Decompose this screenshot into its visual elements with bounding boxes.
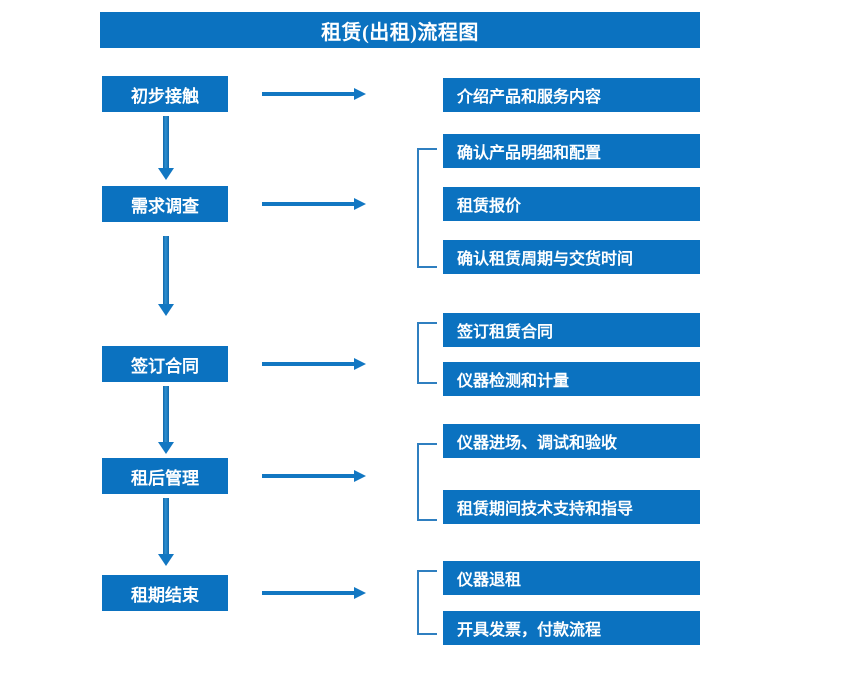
detail-box-3-1[interactable]: 签订租赁合同 [443,313,700,347]
stage-box-2[interactable]: 需求调查 [102,186,228,222]
group-bracket-4 [417,443,437,521]
arrow-head [354,587,366,599]
arrow-shaft [163,386,169,443]
arrow-head [158,554,174,566]
arrow-head [354,470,366,482]
detail-box-5-2[interactable]: 开具发票，付款流程 [443,611,700,645]
down-arrow-icon-3 [158,386,174,454]
diagram-title: 租赁(出租)流程图 [100,12,700,48]
right-arrow-icon-1 [262,87,366,101]
right-arrow-icon-3 [262,357,366,371]
detail-box-2-1[interactable]: 确认产品明细和配置 [443,134,700,168]
detail-box-2-2[interactable]: 租赁报价 [443,187,700,221]
stage-box-1[interactable]: 初步接触 [102,76,228,112]
arrow-head [158,442,174,454]
down-arrow-icon-2 [158,236,174,316]
arrow-head [354,358,366,370]
detail-box-3-2[interactable]: 仪器检测和计量 [443,362,700,396]
right-arrow-icon-4 [262,469,366,483]
arrow-shaft [262,362,354,366]
stage-box-3[interactable]: 签订合同 [102,346,228,382]
arrow-shaft [262,474,354,478]
arrow-head [158,168,174,180]
arrow-shaft [262,202,354,206]
stage-box-4[interactable]: 租后管理 [102,458,228,494]
arrow-shaft [163,498,169,555]
detail-box-5-1[interactable]: 仪器退租 [443,561,700,595]
stage-box-5[interactable]: 租期结束 [102,575,228,611]
group-bracket-2 [417,148,437,268]
right-arrow-icon-2 [262,197,366,211]
detail-box-2-3[interactable]: 确认租赁周期与交货时间 [443,240,700,274]
group-bracket-3 [417,322,437,384]
detail-box-4-1[interactable]: 仪器进场、调试和验收 [443,424,700,458]
down-arrow-icon-1 [158,116,174,180]
arrow-head [354,198,366,210]
arrow-shaft [163,236,169,305]
arrow-shaft [262,92,354,96]
arrow-shaft [163,116,169,169]
right-arrow-icon-5 [262,586,366,600]
detail-box-4-2[interactable]: 租赁期间技术支持和指导 [443,490,700,524]
arrow-head [158,304,174,316]
arrow-shaft [262,591,354,595]
arrow-head [354,88,366,100]
group-bracket-5 [417,570,437,635]
detail-box-1-1[interactable]: 介绍产品和服务内容 [443,78,700,112]
down-arrow-icon-4 [158,498,174,566]
